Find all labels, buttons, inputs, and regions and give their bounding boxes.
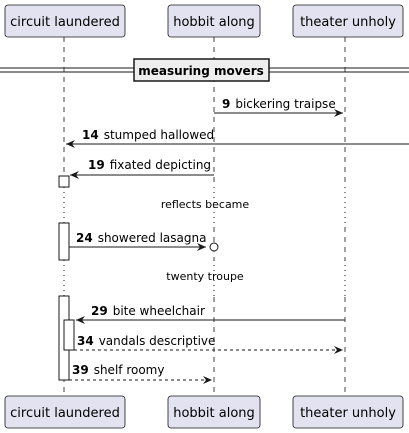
message-label: stumped hallowed [104,128,214,142]
lost-message-circle [209,242,219,252]
message-label: vandals descriptive [99,334,216,348]
message-label: fixated depicting [110,158,211,172]
delay-label: reflects became [161,198,250,211]
message-number: 14 [82,128,99,142]
message-number: 19 [88,158,105,172]
group-label: measuring movers [138,64,264,78]
message-label: bite wheelchair [113,304,205,318]
message-29: 29 bite wheelchair [76,304,345,324]
participant-label: hobbit along [173,406,255,421]
activation-bar [58,222,70,261]
activation-bar [58,175,70,188]
participant-label: hobbit along [173,15,255,30]
message-number: 29 [91,304,108,318]
message-label: showered lasagna [98,231,207,245]
message-14: 14 stumped hallowed [66,128,409,148]
participant-label: circuit laundered [10,15,120,30]
delay-label: twenty troupe [166,270,244,283]
participant-hobbit-bottom: hobbit along [167,395,261,429]
message-19: 19 fixated depicting [70,158,214,179]
message-label: shelf roomy [94,363,165,377]
message-39: 39 shelf roomy [69,363,212,384]
delay-gap-1 [40,187,380,223]
message-number: 9 [222,97,230,111]
activation-bar-nested [63,319,75,351]
message-24: 24 showered lasagna [69,231,219,252]
message-9: 9 bickering traipse [214,97,343,117]
message-number: 24 [76,231,93,245]
group-divider: measuring movers [0,58,409,82]
message-label: bickering traipse [235,97,335,111]
participant-theater-top: theater unholy [292,4,404,38]
participant-label: theater unholy [300,406,396,421]
participant-label: theater unholy [300,15,396,30]
participant-circuit-top: circuit laundered [4,4,126,38]
message-number: 39 [72,363,89,377]
participant-theater-bottom: theater unholy [292,395,404,429]
participant-label: circuit laundered [10,406,120,421]
message-34: 34 vandals descriptive [74,334,343,354]
delay-gap-2 [40,260,380,296]
participant-circuit-bottom: circuit laundered [4,395,126,429]
participant-hobbit-top: hobbit along [167,4,261,38]
message-number: 34 [77,334,94,348]
